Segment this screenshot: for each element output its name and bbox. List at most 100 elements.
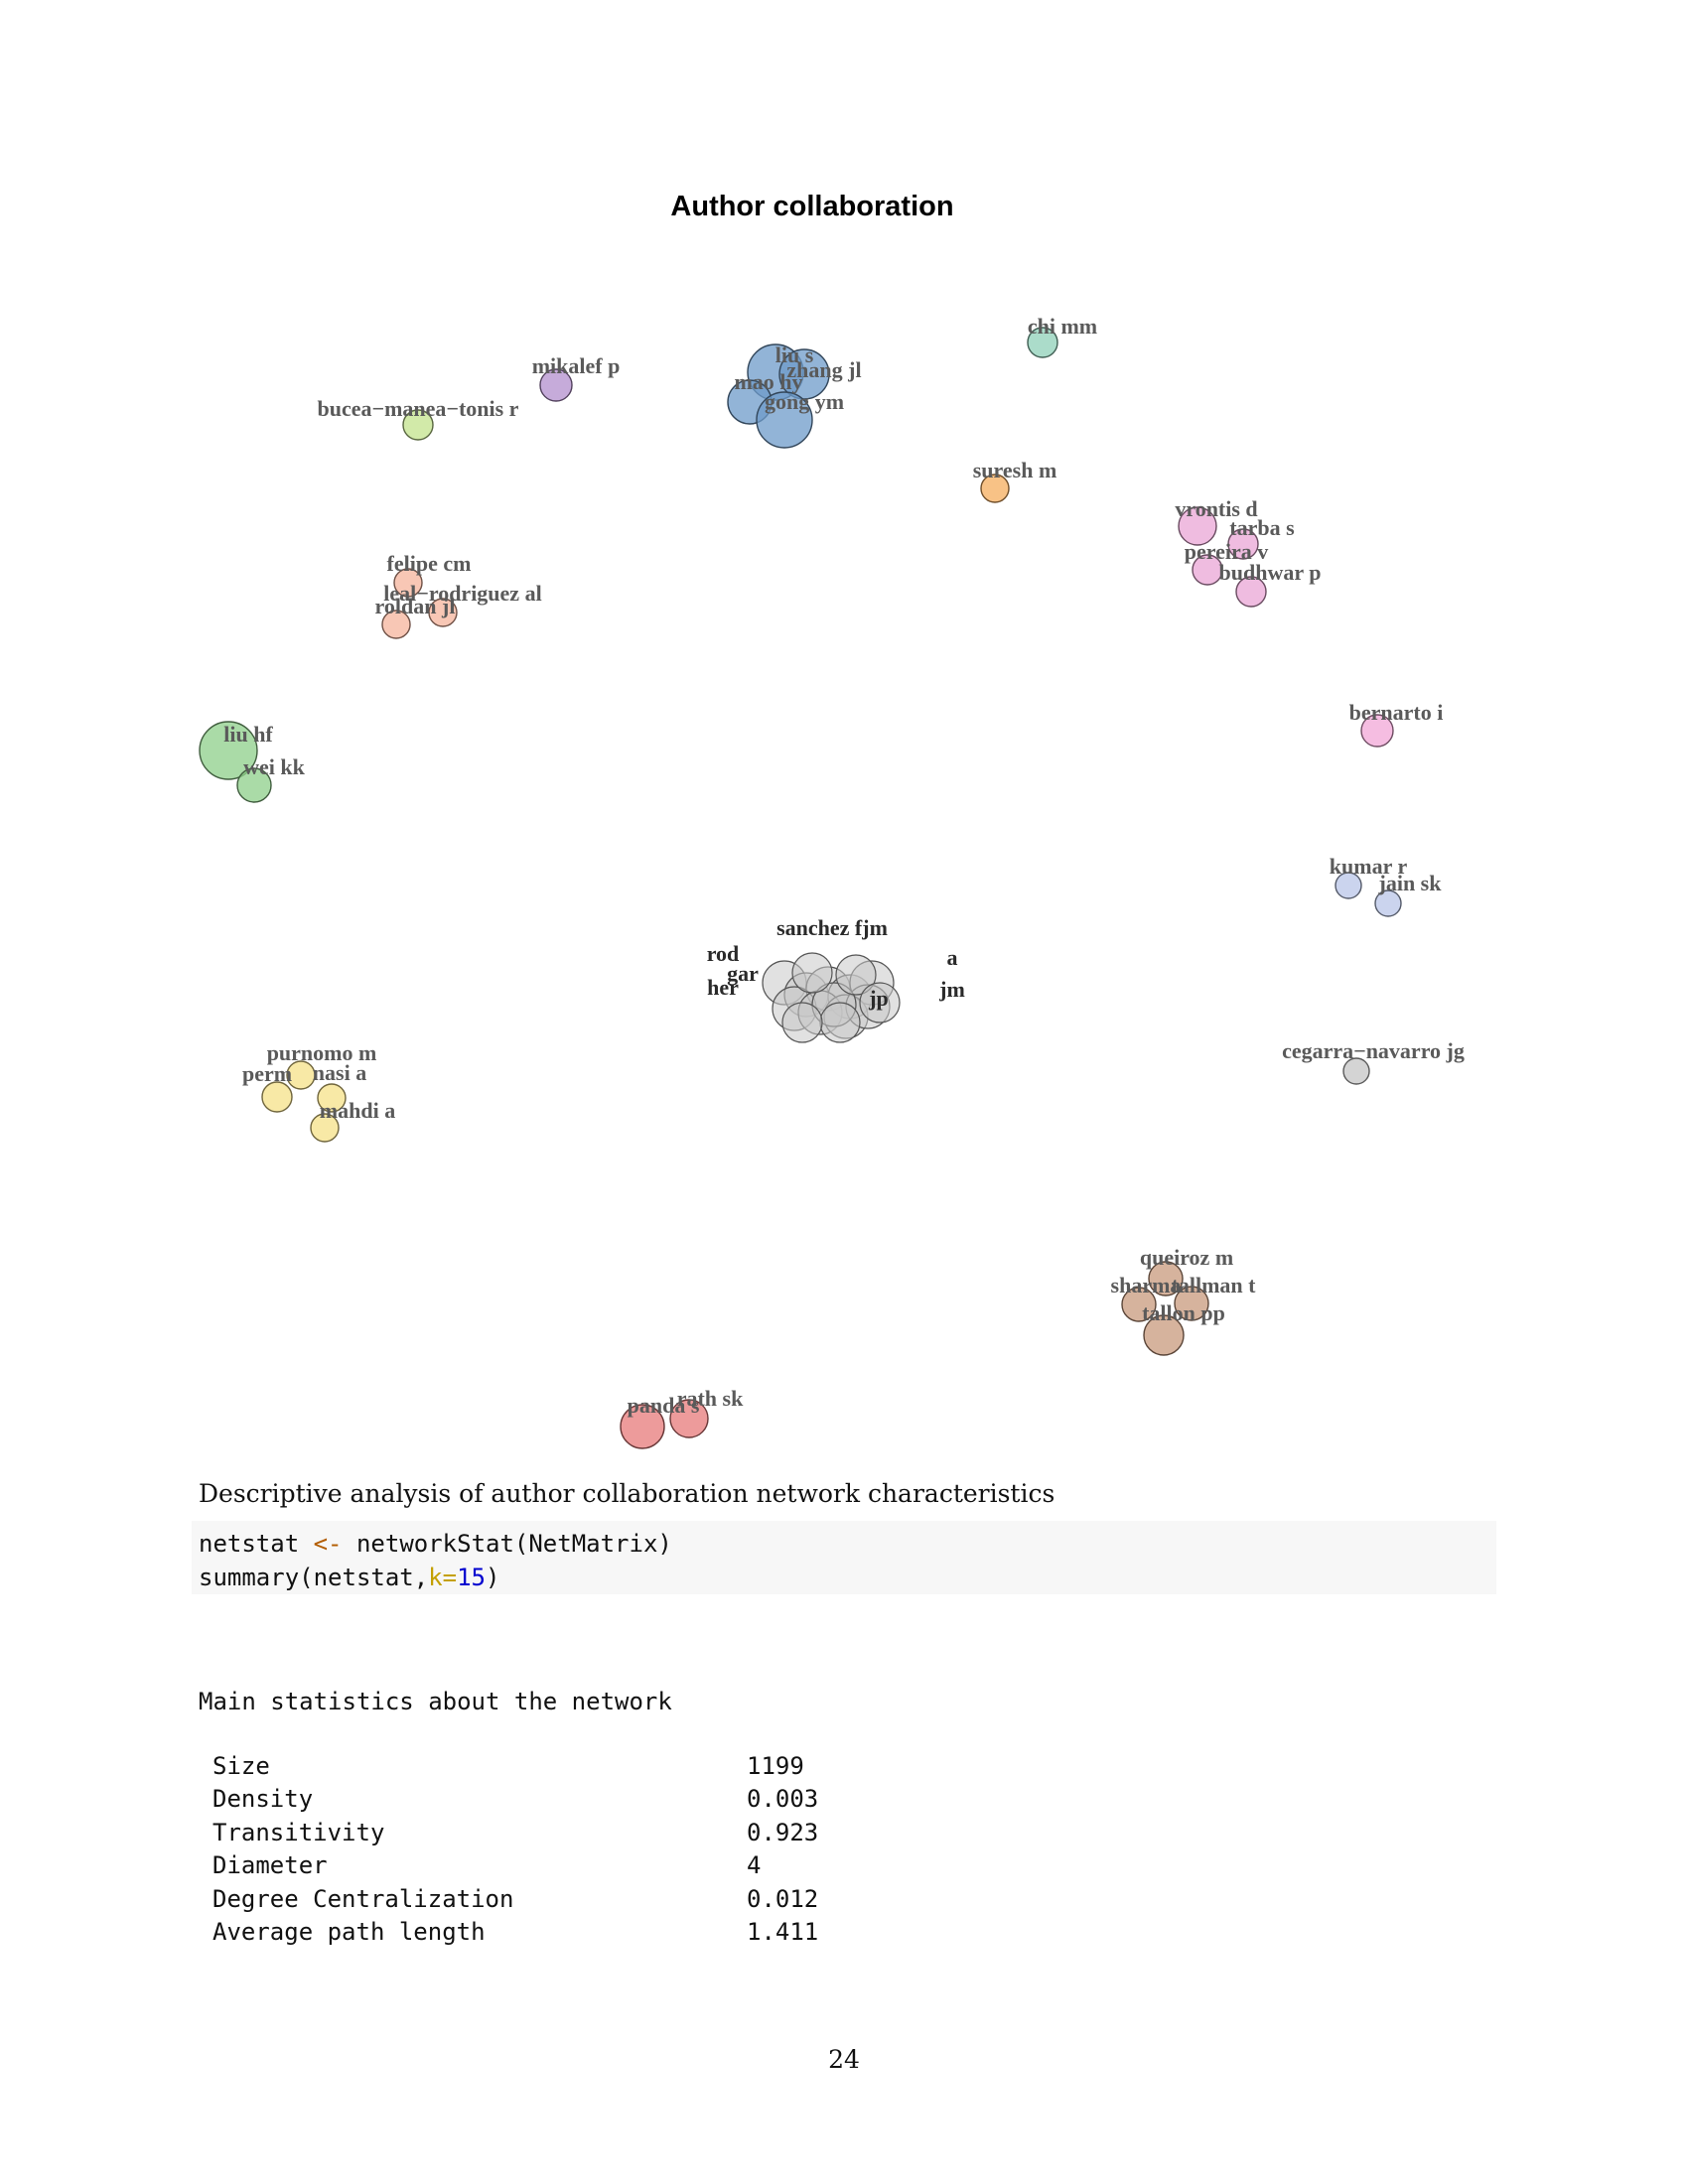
network-node <box>1360 714 1394 748</box>
code-line-1: netstat <- networkStat(NetMatrix) <box>199 1527 1496 1561</box>
code-assign-operator: <- <box>313 1530 343 1558</box>
stat-value: 1199 <box>747 1752 804 1780</box>
network-node <box>1143 1314 1185 1356</box>
network-node <box>402 409 434 441</box>
stat-value: 0.923 <box>747 1818 819 1846</box>
network-node-label: her <box>707 975 739 1000</box>
stats-table: Size 1199 Density 0.003 Transitivity 0.9… <box>199 1750 1192 1949</box>
output-heading: Main statistics about the network <box>199 1688 672 1715</box>
stat-value: 4 <box>747 1851 762 1880</box>
stat-row: Size 1199 <box>199 1750 1192 1783</box>
network-node <box>1121 1287 1157 1322</box>
network-node-label: bucea−manea−tonis r <box>318 396 519 421</box>
network-node <box>428 598 458 627</box>
network-node-label: nasi a <box>313 1060 366 1085</box>
code-variable: netstat <box>199 1530 300 1558</box>
network-node-label: felipe cm <box>387 551 472 576</box>
code-call: networkStat(NetMatrix) <box>355 1530 672 1558</box>
network-node <box>261 1081 293 1113</box>
network-node-label: leal−rodriguez al <box>383 581 541 606</box>
network-nodes <box>199 327 1402 1449</box>
stat-name: Degree Centralization <box>212 1884 514 1913</box>
network-node-label: gong ym <box>765 389 844 414</box>
network-node-label: a <box>947 945 958 970</box>
network-node-label: roldan jl <box>375 594 456 618</box>
network-node-label: sanchez fjm <box>776 915 888 940</box>
network-labels: chi mm mikalef p bucea−manea−tonis r liu sz… <box>223 314 1465 1418</box>
network-node <box>1174 1286 1209 1321</box>
network-node <box>756 391 813 449</box>
network-node-label: rod <box>707 941 740 966</box>
stat-row: Transitivity 0.923 <box>199 1817 1192 1849</box>
stat-row: Density 0.003 <box>199 1783 1192 1816</box>
network-node-label: cegarra−navarro jg <box>1282 1038 1465 1063</box>
network-node-label: mao hy <box>734 369 802 394</box>
network-node-cluster-bubble <box>835 954 877 996</box>
network-node <box>310 1113 340 1143</box>
author-network-plot: chi mm mikalef p bucea−manea−tonis r liu sz… <box>199 314 1465 1449</box>
network-node-cluster-bubble <box>791 952 833 994</box>
stat-name: Diameter <box>212 1851 328 1880</box>
network-node-label: mahdi a <box>320 1098 395 1123</box>
network-node-cluster-bubble <box>819 1002 861 1043</box>
stat-row: Diameter 4 <box>199 1849 1192 1882</box>
code-function: summary(netstat, <box>199 1564 429 1591</box>
network-node-label: purnomo m <box>267 1040 377 1065</box>
code-number: 15 <box>457 1564 486 1591</box>
network-node <box>381 610 411 639</box>
network-node <box>286 1060 316 1090</box>
page-number: 24 <box>828 2045 860 2074</box>
stat-row: Degree Centralization 0.012 <box>199 1883 1192 1916</box>
network-node <box>669 1399 709 1438</box>
network-node <box>1235 576 1267 608</box>
network-node <box>393 568 423 598</box>
plot-title: Author collaboration <box>670 191 954 222</box>
network-node <box>1192 554 1223 586</box>
network-node <box>1178 506 1217 546</box>
network-node <box>1227 528 1259 560</box>
network-node-label: wei kk <box>243 754 306 779</box>
network-node-label: jm <box>938 977 965 1002</box>
network-node <box>1374 889 1402 917</box>
network-node <box>236 767 272 803</box>
network-node-label: budhwar p <box>1219 560 1322 585</box>
network-node-label: panda s <box>628 1393 700 1418</box>
network-node <box>317 1083 347 1113</box>
network-node-label: chi mm <box>1028 314 1097 339</box>
code-argument: k= <box>428 1564 458 1591</box>
network-node-label: perm <box>242 1061 292 1086</box>
network-node-label: queiroz m <box>1140 1245 1233 1270</box>
code-line-2: summary(netstat,k=15) <box>199 1561 1496 1594</box>
network-node <box>1335 872 1362 899</box>
network-node-label: pereira v <box>1185 539 1269 564</box>
network-node-label: liu hf <box>223 722 273 747</box>
network-node-label: kumar r <box>1330 854 1408 879</box>
stat-value: 0.012 <box>747 1884 819 1913</box>
stat-name: Density <box>212 1785 314 1814</box>
network-node <box>1027 327 1058 358</box>
network-node-label: tallon pp <box>1142 1300 1225 1325</box>
network-node <box>1342 1057 1370 1085</box>
network-node-label: bernarto i <box>1349 700 1444 725</box>
network-node-label: tarba s <box>1229 515 1295 540</box>
network-node-label: mikalef p <box>532 353 621 378</box>
network-node-label: jp <box>868 986 889 1011</box>
network-node-label: liu s <box>775 342 814 367</box>
network-node-label: suresh m <box>973 458 1057 482</box>
network-node-label: zhang jl <box>786 357 861 382</box>
code-block: netstat <- networkStat(NetMatrix) summar… <box>192 1521 1496 1594</box>
stat-row: Average path length 1.411 <box>199 1916 1192 1949</box>
network-node <box>620 1404 665 1449</box>
network-node <box>199 721 258 780</box>
network-node-cluster-bubble <box>781 1002 823 1043</box>
console-output: Main statistics about the network Size 1… <box>199 1686 1192 1949</box>
network-node-label: jain sk <box>1378 871 1443 895</box>
network-node <box>778 348 830 400</box>
network-node <box>1148 1261 1184 1297</box>
stat-value: 1.411 <box>747 1918 819 1947</box>
network-node-label: vrontis d <box>1175 496 1257 521</box>
network-node <box>980 474 1010 503</box>
network-node-label: sharma <box>1111 1273 1182 1297</box>
stat-name: Transitivity <box>212 1818 385 1846</box>
